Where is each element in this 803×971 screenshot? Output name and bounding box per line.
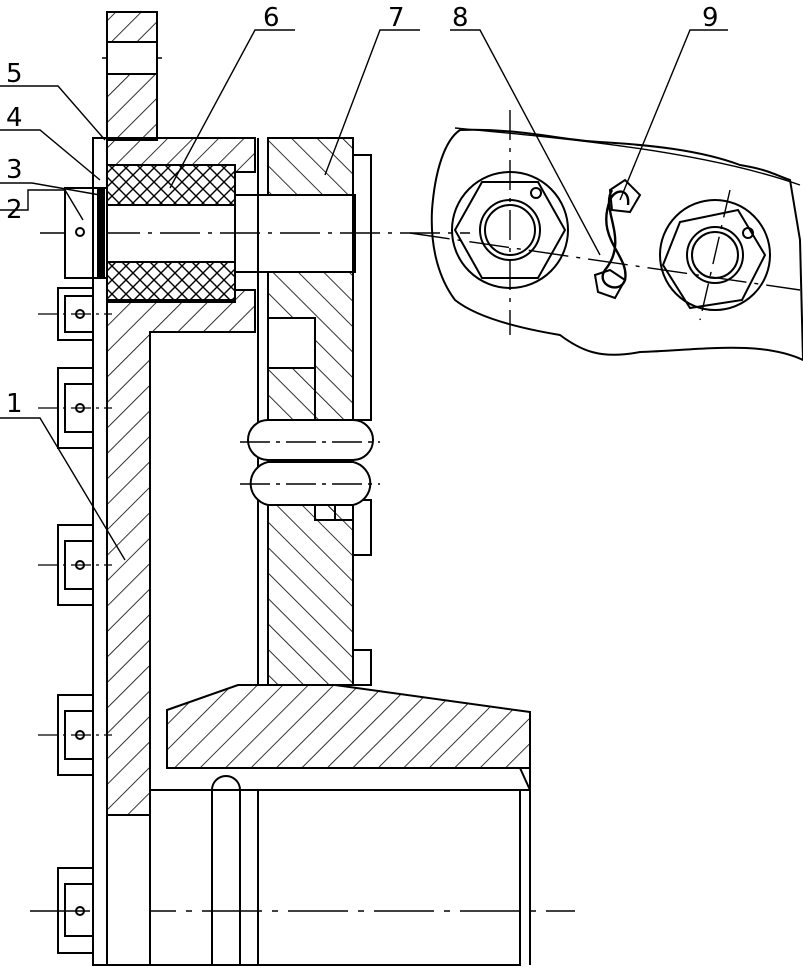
lock-wire [593,178,642,300]
part-labels: 1 2 3 4 5 6 7 8 9 [6,3,719,419]
bolt-row-2 [38,367,112,449]
bolt-row-4 [38,694,112,776]
bolt-row-1 [38,287,112,341]
bolt-row-5 [57,867,94,954]
bolt-column [38,287,112,954]
side-bolt [240,419,380,506]
label-part-4: 4 [6,103,23,133]
label-part-1: 1 [6,389,23,419]
label-part-5: 5 [6,59,23,89]
detail-nut-right [659,189,771,321]
label-part-8: 8 [452,3,469,33]
gear-rim-section [102,11,162,141]
elastic-bush [106,164,236,303]
leader-lines [0,29,728,561]
label-part-2: 2 [6,195,23,225]
label-part-9: 9 [702,3,719,33]
top-bolt-assembly [64,187,108,279]
detail-view [409,110,803,362]
label-part-6: 6 [263,3,280,33]
label-part-3: 3 [6,155,23,185]
bolt-row-3 [38,524,112,606]
detail-nut-left [451,110,569,335]
back-plate [92,137,258,966]
right-flange [267,137,372,421]
label-part-7: 7 [388,3,405,33]
bottom-hub [30,684,575,966]
